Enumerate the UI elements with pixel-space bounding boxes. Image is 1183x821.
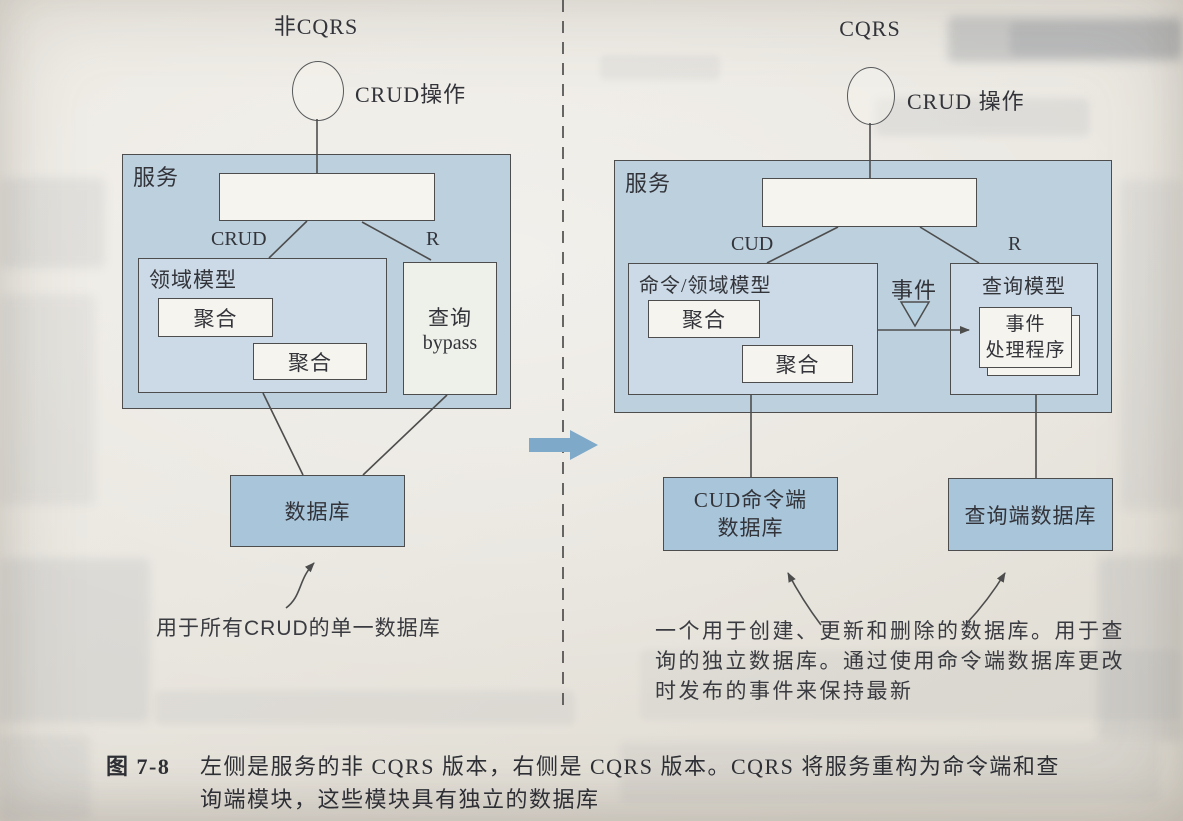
left-query-bypass-box: 查询 bypass bbox=[403, 262, 497, 395]
figure-caption-text: 左侧是服务的非 CQRS 版本，右侧是 CQRS 版本。CQRS 将服务重构为命… bbox=[200, 750, 1110, 816]
left-title: 非CQRS bbox=[273, 14, 359, 39]
left-actor-label: CRUD操作 bbox=[355, 82, 467, 107]
command-database-label-2: 数据库 bbox=[717, 516, 784, 540]
command-database-box: CUD命令端 数据库 bbox=[663, 477, 838, 551]
left-domain-model-label: 领域模型 bbox=[149, 268, 237, 292]
query-bypass-label-cn: 查询 bbox=[428, 306, 472, 330]
left-crud-edge-label: CRUD bbox=[211, 228, 267, 250]
left-aggregate2-label: 聚合 bbox=[288, 350, 332, 375]
event-label: 事件 bbox=[890, 278, 937, 303]
right-cud-edge-label: CUD bbox=[731, 233, 774, 255]
query-bypass-label-en: bypass bbox=[422, 332, 478, 354]
left-aggregate1-label: 聚合 bbox=[193, 306, 238, 331]
query-database-label: 查询端数据库 bbox=[964, 503, 1097, 528]
right-service-label: 服务 bbox=[625, 171, 672, 196]
right-actor-label: CRUD 操作 bbox=[907, 89, 1025, 114]
left-annotation: 用于所有CRUD的单一数据库 bbox=[156, 617, 441, 640]
right-r-edge-label: R bbox=[1008, 233, 1022, 255]
left-aggregate1-box: 聚合 bbox=[158, 298, 273, 337]
right-annotation-line1: 一个用于创建、更新和删除的数据库。用于查 bbox=[655, 620, 1125, 643]
event-handler-label-2: 处理程序 bbox=[985, 339, 1066, 361]
left-service-label: 服务 bbox=[133, 165, 180, 190]
left-actor-icon bbox=[292, 61, 344, 121]
event-handler-label-1: 事件 bbox=[1005, 313, 1046, 335]
right-annotation-line2: 询的独立数据库。通过使用命令端数据库更改 bbox=[655, 650, 1125, 673]
right-annotation: 一个用于创建、更新和删除的数据库。用于查 询的独立数据库。通过使用命令端数据库更… bbox=[655, 617, 1125, 707]
right-aggregate2-box: 聚合 bbox=[742, 345, 853, 383]
left-database-box: 数据库 bbox=[230, 475, 405, 547]
figure-caption-line2: 询端模块，这些模块具有独立的数据库 bbox=[200, 787, 600, 812]
figure-caption-label: 图 7-8 bbox=[106, 754, 171, 779]
left-database-label: 数据库 bbox=[284, 500, 351, 524]
right-aggregate1-label: 聚合 bbox=[682, 308, 726, 332]
right-annotation-line3: 时发布的事件来保持最新 bbox=[655, 680, 914, 703]
right-title: CQRS bbox=[839, 16, 901, 41]
left-api-box bbox=[219, 173, 435, 221]
query-model-label: 查询模型 bbox=[982, 276, 1066, 298]
command-database-label-1: CUD命令端 bbox=[693, 488, 808, 512]
right-aggregate1-box: 聚合 bbox=[648, 300, 760, 338]
query-database-box: 查询端数据库 bbox=[948, 478, 1113, 551]
right-actor-icon bbox=[847, 67, 895, 125]
event-handler-box: 事件 处理程序 bbox=[979, 307, 1072, 368]
command-model-label: 命令/领域模型 bbox=[639, 275, 772, 297]
left-aggregate2-box: 聚合 bbox=[253, 343, 367, 380]
left-r-edge-label: R bbox=[426, 228, 440, 250]
figure-caption-line1: 左侧是服务的非 CQRS 版本，右侧是 CQRS 版本。CQRS 将服务重构为命… bbox=[200, 754, 1060, 779]
right-aggregate2-label: 聚合 bbox=[775, 353, 820, 377]
